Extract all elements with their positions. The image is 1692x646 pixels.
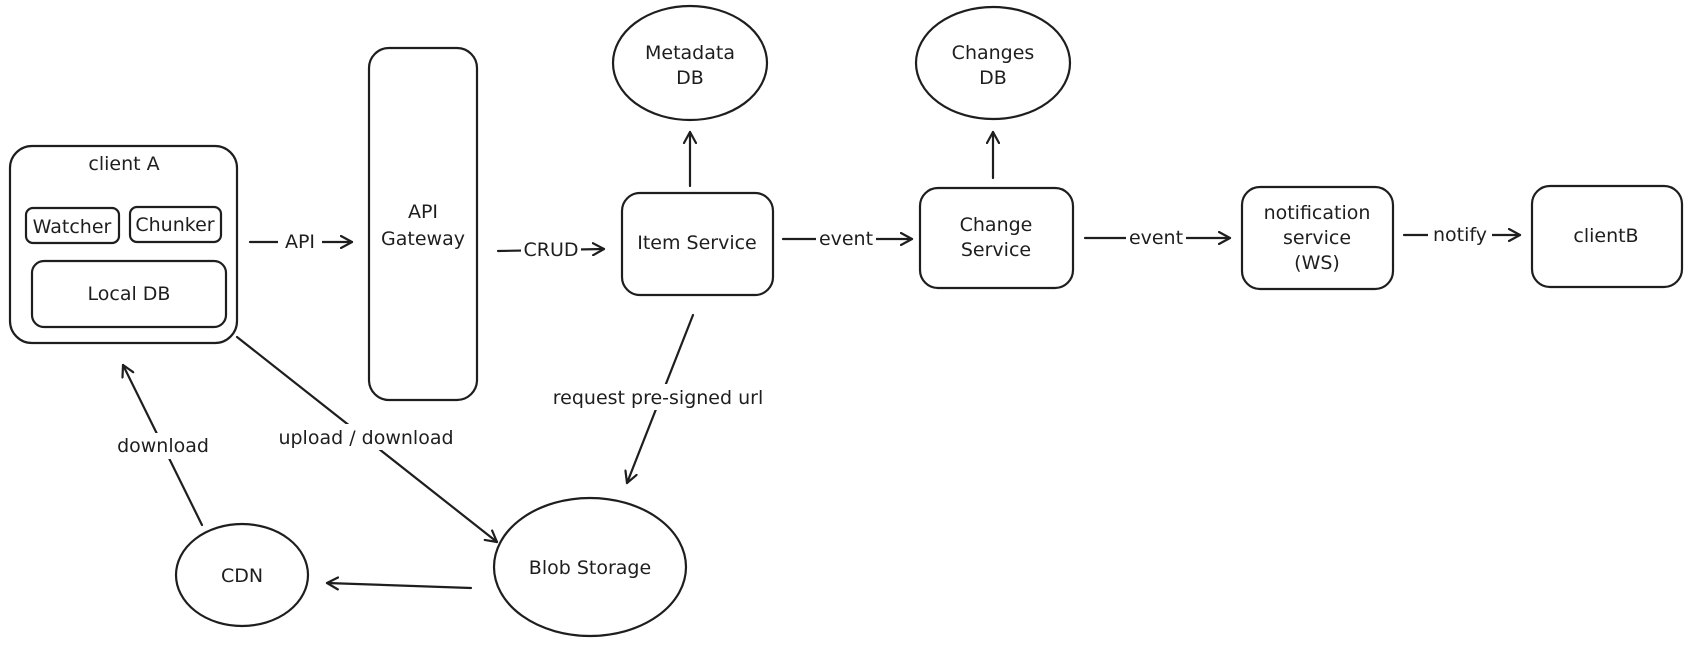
edge-label-bg: [116, 433, 210, 459]
node-label: Item Service: [637, 232, 757, 254]
edge-line: [325, 583, 473, 588]
node-change-service: Change Service: [918, 186, 1075, 290]
edge-label-bg: [1126, 226, 1186, 250]
node-label: clientB: [1573, 225, 1638, 247]
node-shape: [620, 191, 775, 297]
node-item-service: Item Service: [620, 191, 775, 297]
edge-label-upload-download: upload / download: [278, 427, 453, 449]
node-label: Watcher: [33, 216, 112, 238]
edge-client-a-to-blob-storage: upload / download: [235, 335, 499, 544]
node-label: service: [1283, 227, 1351, 249]
node-shape: [918, 186, 1075, 290]
node-label: Metadata: [645, 42, 735, 64]
node-label: Change: [960, 214, 1033, 236]
node-client-b: clientB: [1530, 184, 1684, 289]
edge-cdn-to-client-a: download: [116, 363, 210, 527]
edge-label-bg: [816, 227, 876, 251]
edge-client-a-to-api-gateway: API: [248, 230, 354, 254]
edge-label-bg: [278, 230, 322, 254]
node-local-db: Local DB: [30, 259, 228, 329]
edge-label-notify: notify: [1433, 224, 1487, 246]
node-shape: [492, 496, 688, 638]
node-shape: [914, 5, 1072, 121]
node-label: Blob Storage: [529, 557, 651, 579]
node-label: Chunker: [135, 214, 214, 236]
edge-label-bg: [1428, 223, 1492, 247]
node-label: (WS): [1294, 252, 1340, 274]
node-shape: [1530, 184, 1684, 289]
edge-label-download: download: [117, 435, 209, 457]
node-watcher: Watcher: [24, 206, 121, 245]
node-label: client A: [88, 153, 159, 175]
edge-item-service-to-change-service: event: [781, 227, 914, 251]
edge-label-event: event: [1129, 227, 1183, 249]
node-label: Gateway: [381, 228, 465, 250]
nodes: client A Watcher Chunker Local DB API Ga…: [8, 4, 1684, 638]
node-blob-storage: Blob Storage: [492, 496, 688, 638]
edge-label-api: API: [285, 231, 315, 253]
edge-label-bg: [521, 238, 581, 262]
node-shape: [174, 522, 310, 628]
node-shape: [611, 4, 769, 122]
edge-label-request-pre-signed-url: request pre-signed url: [553, 387, 763, 409]
node-changes-db: Changes DB: [914, 5, 1072, 121]
node-label: Changes: [952, 42, 1035, 64]
node-shape: [30, 259, 228, 329]
edges: API CRUD event event notify: [116, 130, 1522, 588]
node-label: CDN: [221, 565, 263, 587]
node-shape: [24, 206, 121, 245]
node-notification-service: notification service (WS): [1240, 185, 1395, 291]
node-label: Service: [961, 239, 1031, 261]
node-shape: [367, 46, 479, 402]
node-cdn: CDN: [174, 522, 310, 628]
node-label: API: [408, 201, 438, 223]
node-label: DB: [676, 67, 704, 89]
node-label: DB: [979, 67, 1007, 89]
edge-notification-service-to-client-b: notify: [1402, 223, 1522, 247]
edge-change-service-to-notification-service: event: [1083, 226, 1232, 250]
node-metadata-db: Metadata DB: [611, 4, 769, 122]
edge-blob-storage-to-cdn: [325, 583, 473, 588]
edge-api-gateway-to-item-service: CRUD: [496, 238, 606, 262]
edge-label-event: event: [819, 228, 873, 250]
node-api-gateway: API Gateway: [367, 46, 479, 402]
node-shape: [1240, 185, 1395, 291]
node-shape: [128, 205, 223, 244]
node-chunker: Chunker: [128, 205, 223, 244]
edge-label-bg: [275, 424, 457, 450]
node-label: Local DB: [88, 283, 171, 305]
node-label: notification: [1264, 202, 1371, 224]
edge-label-crud: CRUD: [523, 239, 578, 261]
edge-item-service-to-blob-storage: request pre-signed url: [550, 313, 764, 485]
edge-label-bg: [550, 384, 764, 410]
